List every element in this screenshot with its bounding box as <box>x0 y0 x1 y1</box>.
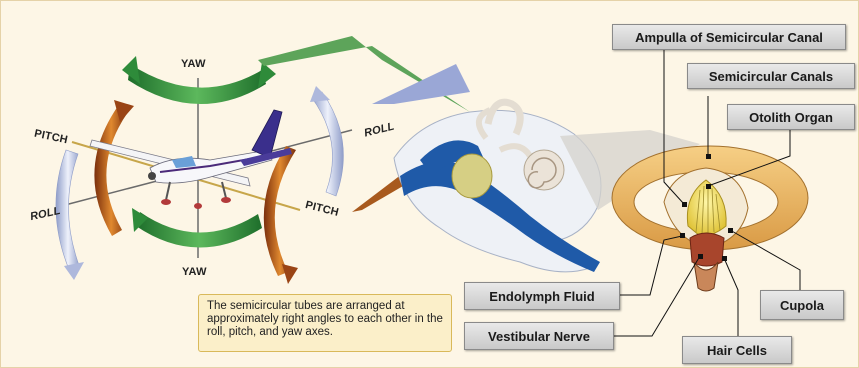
ear-otolith-sac <box>452 154 492 198</box>
yaw-label-top: YAW <box>181 58 206 70</box>
airplane-tail-fin <box>252 110 282 158</box>
roll-arrow-right-head <box>310 86 330 102</box>
yaw-arrow-top <box>128 64 266 104</box>
callout-endolymph-fluid: Endolymph Fluid <box>464 282 620 310</box>
callout-ampulla: Ampulla of Semicircular Canal <box>612 24 846 50</box>
ear-pointer-lavender <box>372 64 470 104</box>
airplane-gear-left <box>166 182 170 200</box>
callout-vestibular-nerve: Vestibular Nerve <box>464 322 614 350</box>
callout-cupola: Cupola <box>760 290 844 320</box>
callout-otolith-organ: Otolith Organ <box>727 104 855 130</box>
airplane <box>90 110 292 209</box>
roll-arrow-right <box>312 92 343 196</box>
airplane-wheel-right <box>221 197 231 203</box>
airplane-gear-right <box>222 182 226 198</box>
airplane-windshield <box>172 156 196 168</box>
yaw-arrow-bottom <box>136 212 262 248</box>
yaw-label-bottom: YAW <box>182 266 207 278</box>
hair-cells-shape <box>690 233 724 266</box>
pitch-arrow-right <box>264 146 296 276</box>
pitch-arrow-left <box>94 106 128 236</box>
airplane-propeller <box>148 172 156 180</box>
pitch-arrow-right-head <box>282 264 298 284</box>
airplane-wheel-nose <box>194 203 202 209</box>
airplane-wheel-left <box>161 199 171 205</box>
callout-hair-cells: Hair Cells <box>682 336 792 364</box>
callout-semicircular-canals: Semicircular Canals <box>687 63 855 89</box>
yaw-arrow-top-head <box>258 62 276 88</box>
caption-box: The semicircular tubes are arranged at a… <box>198 294 452 352</box>
